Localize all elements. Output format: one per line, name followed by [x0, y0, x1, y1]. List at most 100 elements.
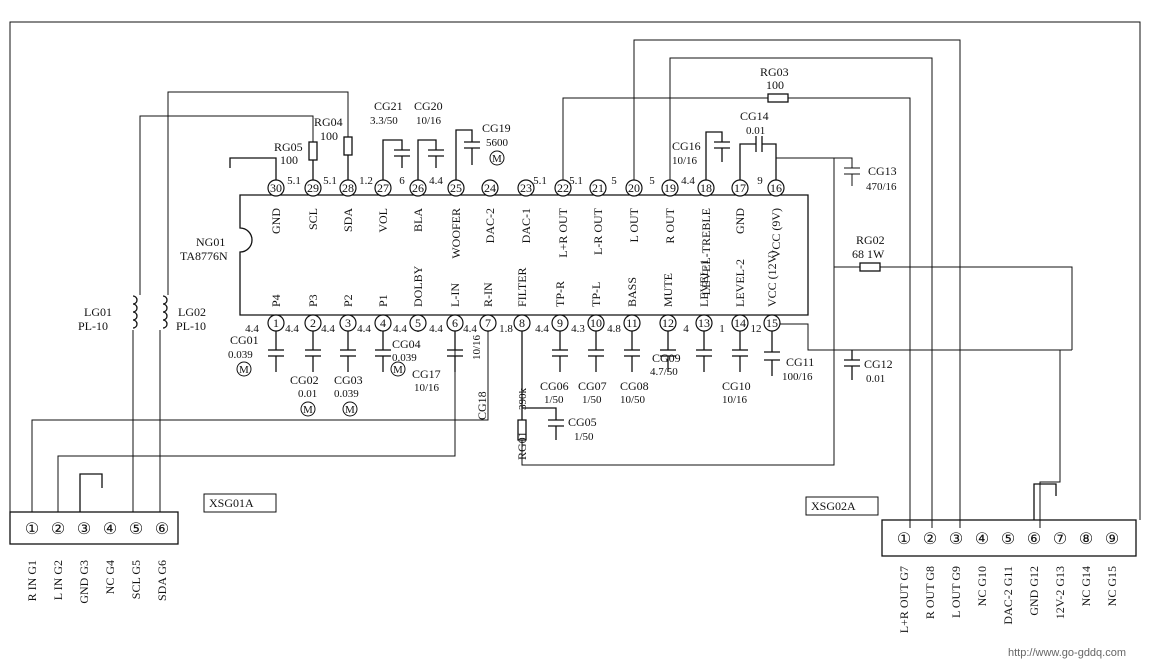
ic-part: TA8776N: [180, 249, 228, 263]
connector-pin: ⑨: [1105, 531, 1119, 548]
ground-symbol: [229, 157, 277, 180]
cg14-value: 0.01: [746, 125, 765, 137]
connector-pin: ④: [103, 521, 117, 538]
pin-name-19: R OUT: [663, 207, 677, 243]
pin-num-21: 21: [592, 181, 604, 195]
bottom-voltage: 4.8: [607, 323, 621, 335]
pin-name-14: LEVEL-2: [733, 259, 747, 307]
connector-label: NC G4: [103, 560, 117, 594]
connector-label: NC G10: [975, 566, 989, 606]
pin-name-26: BLA: [411, 208, 425, 232]
inductor-lg02: [162, 295, 168, 329]
pin-23: [517, 179, 535, 197]
top-voltage: 5.1: [323, 175, 337, 187]
pin-num-3: 3: [345, 316, 351, 330]
lg01-value: PL-10: [78, 319, 108, 333]
connector-label: GND G12: [1027, 566, 1041, 616]
cg01-ref: CG01: [230, 333, 259, 347]
connector-pin: ②: [51, 521, 65, 538]
cap-cg05: [522, 407, 564, 440]
pin-name-24: DAC-2: [483, 208, 497, 243]
bottom-voltage: 1: [719, 323, 725, 335]
pin-name-1: P4: [269, 294, 283, 307]
rg05-value: 100: [280, 153, 298, 167]
pin-name-28: SDA: [341, 208, 355, 232]
pin-name-9: TP-R: [553, 281, 567, 307]
cap-cg16: [705, 131, 730, 180]
connector-label: NC G15: [1105, 566, 1119, 606]
cg19-mylar: M: [492, 153, 502, 165]
cg06-ref: CG06: [540, 379, 569, 393]
connector-label: GND G3: [77, 560, 91, 604]
connector-label: SCL G5: [129, 560, 143, 599]
cg10-ref: CG10: [722, 379, 751, 393]
pin-name-17: GND: [733, 208, 747, 234]
top-voltage: 5.1: [569, 175, 583, 187]
cg03-value: 0.039: [334, 388, 359, 400]
pin-num-5: 5: [415, 316, 421, 330]
cap-cg19: [455, 129, 480, 180]
wire-sda: [159, 91, 349, 512]
resistor-rg04: [343, 136, 353, 156]
pin-name-13: LEVEL-1: [697, 259, 711, 307]
pin-num-2: 2: [310, 316, 316, 330]
pin-24: [481, 179, 499, 197]
cg04-ref: CG04: [392, 337, 421, 351]
pin-9: [551, 314, 569, 332]
rg04-ref: RG04: [314, 115, 343, 129]
inductor-lg01: [132, 295, 138, 329]
cg04-value: 0.039: [392, 352, 417, 364]
pin-num-17: 17: [734, 181, 746, 195]
pin-8: [513, 314, 531, 332]
pin-num-11: 11: [626, 316, 638, 330]
resistor-rg05: [308, 141, 318, 161]
pin-name-3: P2: [341, 294, 355, 307]
cap-cg20: [417, 139, 444, 180]
connector-pin: ⑥: [155, 521, 169, 538]
cg11-value: 100/16: [782, 371, 813, 383]
cg12-ref: CG12: [864, 357, 893, 371]
cap-cg14: [739, 136, 777, 180]
top-voltage: 5.1: [287, 175, 301, 187]
xsg02a-ref: XSG02A: [811, 499, 856, 513]
cg17-ref: CG17: [412, 367, 441, 381]
watermark: http://www.go-gddq.com: [1008, 647, 1126, 659]
xsg01a-ground: [79, 473, 103, 512]
pin-name-27: VOL: [376, 208, 390, 233]
cg20-ref: CG20: [414, 99, 443, 113]
pin-num-18: 18: [700, 181, 712, 195]
top-voltage: 4.4: [429, 175, 443, 187]
pin-name-30: GND: [269, 208, 283, 234]
svg-text:M: M: [303, 404, 313, 416]
connector-xsg01a: [9, 511, 179, 545]
bottom-voltage: 4.4: [357, 323, 371, 335]
rg01-value: 390k: [517, 388, 529, 411]
cg09-value: 4.7/50: [650, 366, 678, 378]
cg13-ref: CG13: [868, 164, 897, 178]
pin-13: [695, 314, 713, 332]
cg05-ref: CG05: [568, 415, 597, 429]
pin-name-23: DAC-1: [519, 208, 533, 243]
cg19-value: 5600: [486, 137, 509, 149]
wire-l-in: [57, 332, 456, 512]
pin-num-27: 27: [377, 181, 389, 195]
pin-num-16: 16: [770, 181, 782, 195]
pin-name-10: TP-L: [589, 282, 603, 307]
bottom-voltage: 4.4: [463, 323, 477, 335]
outer-frame: [9, 21, 1141, 520]
pin-name-4: P1: [376, 294, 390, 307]
pin-num-20: 20: [628, 181, 640, 195]
cg01-value: 0.039: [228, 349, 253, 361]
pin-name-6: L-IN: [448, 283, 462, 307]
pin-5: [409, 314, 427, 332]
bottom-voltage: 4.4: [393, 323, 407, 335]
connector-label: 12V-2 G13: [1053, 566, 1067, 619]
pin-12: [659, 314, 677, 332]
svg-text:M: M: [393, 364, 403, 376]
cg08-ref: CG08: [620, 379, 649, 393]
connector-label: R IN G1: [25, 560, 39, 601]
cg16-value: 10/16: [672, 155, 698, 167]
